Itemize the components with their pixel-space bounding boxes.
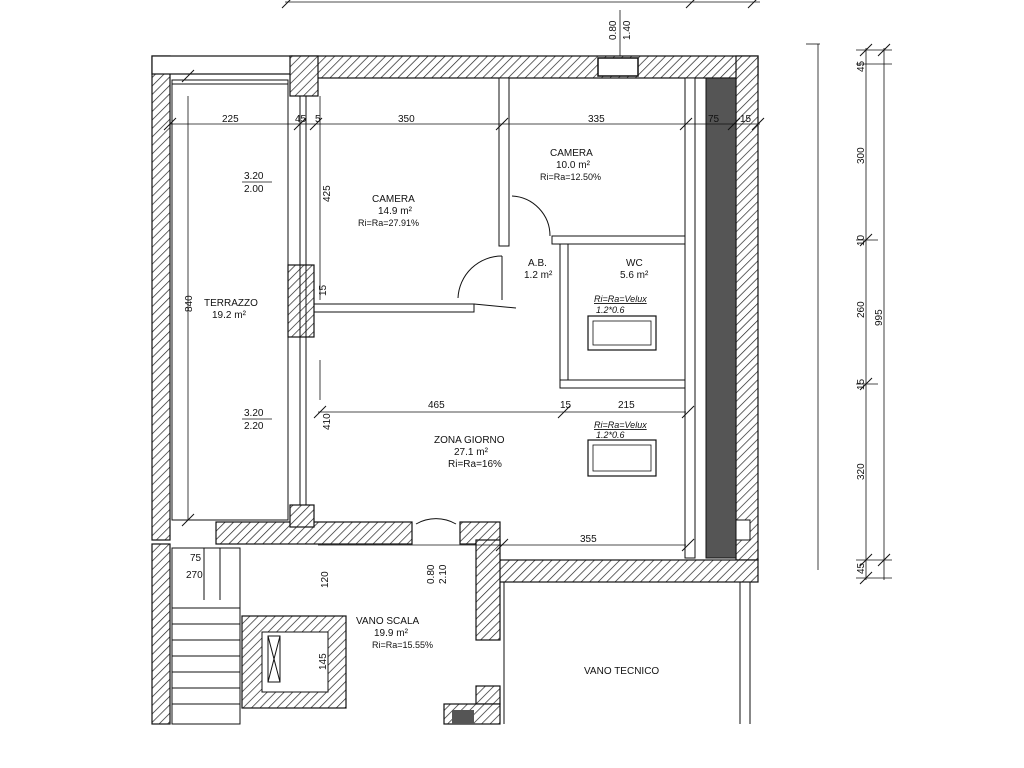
top-edge-lines: [281, 0, 760, 9]
wall-camera-right: [684, 77, 696, 559]
dim-right-300: 300: [856, 147, 867, 164]
dim-145: 145: [318, 653, 329, 670]
velux-windows: [587, 315, 657, 477]
pillar-top: [289, 55, 319, 97]
window2-height: 2.20: [244, 421, 264, 432]
wall-right: [735, 55, 759, 561]
exterior-walls: [151, 55, 759, 725]
wall-scala-bottom-pillar: [475, 685, 501, 705]
window1-height: 2.00: [244, 184, 264, 195]
wall-top-left: [151, 55, 293, 75]
dim-45-top: 45: [295, 114, 307, 125]
wc-ratio: Ri=Ra=Velux: [594, 294, 647, 304]
wall-bottom: [495, 559, 759, 583]
ab-area: 1.2 m²: [524, 270, 553, 281]
wc-name: WC: [626, 258, 643, 269]
interior-walls: [287, 77, 696, 559]
wall-wc-top: [551, 235, 686, 245]
stairs: [171, 547, 347, 725]
dim-right-995: 995: [874, 309, 885, 326]
dim-355: 355: [580, 534, 597, 545]
zona-velux-ratio: Ri=Ra=Velux: [594, 420, 647, 430]
wc-window: 1.2*0.6: [596, 305, 625, 315]
wall-scala-right: [475, 539, 501, 641]
wall-wc-left: [559, 243, 569, 385]
dim-120: 120: [320, 571, 331, 588]
dim-270: 270: [186, 570, 203, 581]
wall-wc-bottom: [559, 379, 686, 389]
camera-small-ratio: Ri=Ra=12.50%: [540, 172, 601, 182]
dim-75-top: 75: [708, 114, 720, 125]
dim-right-320: 320: [856, 463, 867, 480]
dim-225: 225: [222, 114, 239, 125]
dim-425: 425: [322, 185, 333, 202]
pillar-chimney: [287, 264, 315, 338]
dim-75-bottom: 75: [190, 553, 202, 564]
camera-small-area: 10.0 m²: [556, 160, 591, 171]
pillar-mid: [289, 504, 315, 528]
dim-right-45-bottom: 45: [856, 562, 867, 574]
zona-velux-window: 1.2*0.6: [596, 430, 625, 440]
dark-block: [452, 710, 474, 724]
wc-area: 5.6 m²: [620, 270, 649, 281]
vent-top: [597, 57, 639, 77]
camera-main-ratio: Ri=Ra=27.91%: [358, 218, 419, 228]
door-scala-height: 2.10: [438, 564, 449, 584]
door-top-width: 0.80: [608, 20, 619, 40]
doors: [415, 195, 551, 525]
dim-right-260: 260: [856, 301, 867, 318]
camera-main-name: CAMERA: [372, 194, 415, 205]
wall-right-dark-band: [705, 77, 737, 559]
door-camera-arc: [511, 195, 551, 237]
dim-right-10: 10: [856, 234, 867, 246]
terrazzo-area: 19.2 m²: [212, 310, 247, 321]
dim-840: 840: [184, 295, 195, 312]
velux-zona: [587, 439, 657, 477]
wall-left: [151, 55, 171, 541]
dim-215: 215: [618, 400, 635, 411]
terrazzo-glazing: [171, 79, 289, 521]
dim-15-top: 15: [740, 114, 752, 125]
vano-scala-ratio: Ri=Ra=15.55%: [372, 640, 433, 650]
wall-top: [291, 55, 759, 79]
door-scala-width: 0.80: [426, 564, 437, 584]
window1-width: 3.20: [244, 171, 264, 182]
zona-giorno-ratio: Ri=Ra=16%: [448, 459, 502, 470]
wall-scala-left: [151, 543, 171, 725]
dim-15-mid: 15: [560, 400, 572, 411]
vano-scala-area: 19.9 m²: [374, 628, 409, 639]
dim-5-top: 5: [315, 114, 321, 125]
wall-camera-divider: [498, 77, 510, 247]
vano-tecnico-name: VANO TECNICO: [584, 666, 659, 677]
dim-335: 335: [588, 114, 605, 125]
door-top-height: 1.40: [622, 20, 633, 40]
ab-name: A.B.: [528, 258, 547, 269]
door-scala-arc: [415, 518, 457, 525]
dim-350: 350: [398, 114, 415, 125]
velux-wc: [587, 315, 657, 351]
dim-410: 410: [322, 413, 333, 430]
camera-main-area: 14.9 m²: [378, 206, 413, 217]
door-ab-arc: [457, 255, 503, 299]
dim-465: 465: [428, 400, 445, 411]
vano-tecnico-outline: [503, 519, 751, 724]
dim-15-wall: 15: [318, 284, 329, 296]
zona-giorno-name: ZONA GIORNO: [434, 435, 505, 446]
zona-giorno-area: 27.1 m²: [454, 447, 489, 458]
vano-scala-name: VANO SCALA: [356, 616, 419, 627]
wall-camera-bottom: [313, 303, 475, 313]
terrazzo-name: TERRAZZO: [204, 298, 258, 309]
camera-small-name: CAMERA: [550, 148, 593, 159]
window2-width: 3.20: [244, 408, 264, 419]
dim-right-45-top: 45: [856, 60, 867, 72]
dimension-lines: [163, 10, 892, 585]
dim-right-15: 15: [856, 378, 867, 390]
